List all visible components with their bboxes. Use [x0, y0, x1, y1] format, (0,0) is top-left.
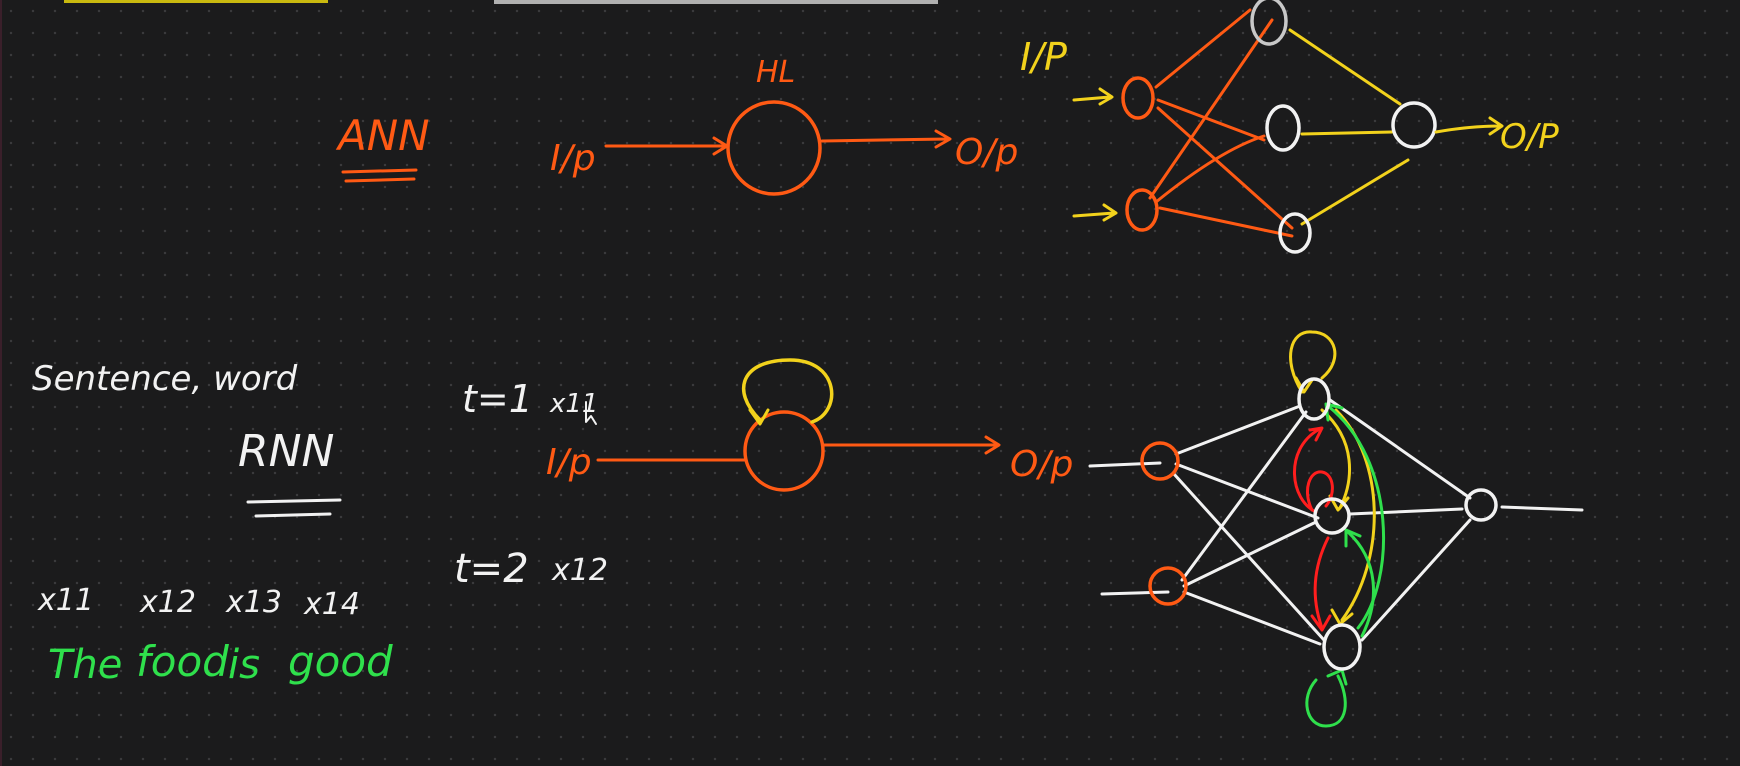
ann-input-arrow — [604, 136, 729, 156]
rnn-top-self-loop-arrowhead — [1294, 376, 1314, 394]
network-hidden-neuron-1 — [1250, 0, 1288, 46]
t1-label: t=1 — [462, 377, 533, 421]
token-index-1: x11 — [37, 583, 94, 618]
network-hidden-neuron-2 — [1265, 104, 1301, 152]
toolbar-scroll-indicator[interactable] — [494, 0, 938, 4]
rnn-network-hidden-neuron-2 — [1313, 497, 1351, 535]
ann-output-label: O/p — [955, 132, 1018, 173]
ann-title: ANN — [335, 111, 430, 160]
ann-title-underline — [341, 168, 418, 183]
rnn-red-link-1-arrowhead — [1308, 426, 1324, 442]
network-output-label: O/P — [1500, 117, 1559, 157]
word-2: food — [136, 637, 229, 686]
t2-label: t=2 — [454, 546, 529, 592]
rnn-network-hidden-neuron-3 — [1322, 623, 1362, 671]
sentence-example: x11 x12 x13 x14 The food is good — [37, 583, 393, 688]
rnn-section: Sentence, word RNN t=1 x11 t=2 x12 I/p O… — [32, 330, 1584, 728]
rnn-network-output-neuron — [1464, 488, 1498, 522]
rnn-feedback-loop — [742, 358, 834, 424]
ann-input-label: I/p — [550, 138, 596, 179]
network-hidden-neuron-3 — [1278, 212, 1312, 254]
ann-section: ANN HL I/p O/p I/P — [335, 0, 1559, 254]
cursor-pointer — [585, 401, 597, 425]
rnn-hidden-neuron — [743, 410, 825, 492]
rnn-title: RNN — [238, 426, 334, 477]
t2-input: x12 — [551, 553, 608, 588]
rnn-green-link-1 — [1326, 404, 1386, 630]
rnn-red-link-2 — [1313, 536, 1330, 630]
ann-output-arrow — [820, 129, 952, 149]
rnn-bottom-self-loop — [1305, 674, 1347, 728]
rnn-yellow-link-1 — [1320, 408, 1351, 510]
network-output-arrow — [1434, 116, 1504, 136]
token-index-2: x12 — [139, 585, 196, 620]
word-1: The — [48, 642, 122, 688]
network-input-neuron-1 — [1121, 76, 1155, 120]
rnn-output-arrow — [822, 435, 1001, 455]
ann-hidden-neuron — [726, 100, 822, 196]
network-input-arrow-1 — [1072, 87, 1114, 106]
network-output-edges — [1288, 28, 1410, 226]
rnn-network-input-neuron-1 — [1140, 441, 1180, 481]
rnn-top-self-loop — [1289, 330, 1337, 394]
toolbar-color-swatch-yellow[interactable] — [64, 0, 328, 3]
token-index-4: x14 — [303, 587, 360, 622]
rnn-title-underline — [246, 498, 342, 518]
rnn-green-link-2 — [1346, 530, 1376, 638]
word-3: is — [228, 642, 260, 688]
token-index-3: x13 — [225, 585, 282, 620]
network-input-label: I/P — [1020, 35, 1067, 79]
rnn-red-link-2-arrowhead — [1310, 614, 1332, 632]
network-input-arrow-2 — [1072, 203, 1118, 222]
rnn-input-label: I/p — [546, 442, 592, 483]
rnn-green-link-2-arrowhead — [1344, 528, 1362, 548]
t1-input: x11 — [549, 389, 598, 419]
rnn-left-note: Sentence, word — [32, 359, 298, 399]
rnn-output-label: O/p — [1010, 444, 1073, 485]
hidden-layer-label: HL — [756, 55, 795, 90]
rnn-network-hidden-neuron-1 — [1297, 377, 1331, 421]
rnn-feedback-arrowhead — [748, 408, 770, 426]
network-output-neuron — [1391, 101, 1437, 149]
rnn-green-link-1-arrowhead — [1324, 402, 1344, 422]
network-input-edges — [1148, 8, 1294, 238]
word-4: good — [288, 637, 393, 686]
rnn-red-self-loop — [1306, 470, 1334, 512]
network-input-neuron-2 — [1125, 188, 1159, 232]
rnn-network-input-neuron-2 — [1148, 566, 1188, 606]
canvas-left-edge — [0, 0, 2, 766]
rnn-network-edges — [1088, 398, 1584, 646]
rnn-red-link-1 — [1293, 428, 1320, 514]
